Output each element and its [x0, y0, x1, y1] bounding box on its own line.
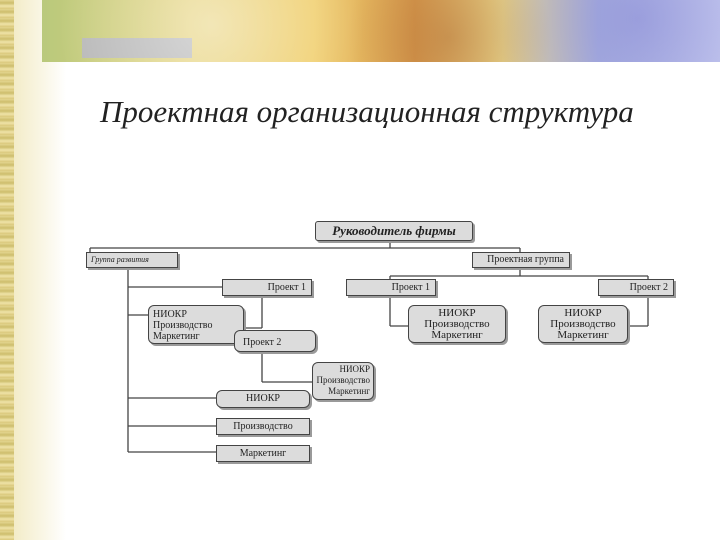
- stack-left-niokr: НИОКР: [153, 309, 187, 320]
- stack-left-marketing: Маркетинг: [153, 331, 200, 342]
- node-stack-right: НИОКР Производство Маркетинг: [538, 305, 628, 343]
- stack-mid-niokr: НИОКР: [438, 307, 476, 319]
- stack-left-production: Производство: [153, 320, 213, 331]
- stack-small-niokr: НИОКР: [339, 364, 370, 374]
- stack-mid-production: Производство: [424, 318, 490, 330]
- node-project-1-right: Проект 1: [346, 279, 436, 296]
- node-stack-small: НИОКР Производство Маркетинг: [312, 362, 374, 400]
- node-stack-left: НИОКР Производство Маркетинг: [148, 305, 244, 344]
- node-director: Руководитель фирмы: [315, 221, 473, 241]
- stack-small-marketing: Маркетинг: [328, 386, 370, 396]
- stack-right-marketing: Маркетинг: [557, 329, 609, 341]
- stack-right-niokr: НИОКР: [564, 307, 602, 319]
- node-group-dev: Группа развития: [86, 252, 178, 268]
- node-project-2-right: Проект 2: [598, 279, 674, 296]
- node-project-1-left: Проект 1: [222, 279, 312, 296]
- decorative-top-banner: [42, 0, 720, 62]
- stack-mid-marketing: Маркетинг: [431, 329, 483, 341]
- node-project-group: Проектная группа: [472, 252, 570, 268]
- node-production: Производство: [216, 418, 310, 435]
- decorative-left-gradient: [14, 0, 66, 540]
- node-stack-mid: НИОКР Производство Маркетинг: [408, 305, 506, 343]
- slide-title: Проектная организационная структура: [100, 94, 634, 129]
- node-marketing: Маркетинг: [216, 445, 310, 462]
- stack-small-production: Производство: [316, 375, 371, 385]
- node-project-2-left: Проект 2: [234, 330, 316, 352]
- stack-right-production: Производство: [550, 318, 616, 330]
- decorative-left-strip: [0, 0, 14, 540]
- node-niokr: НИОКР: [216, 390, 310, 408]
